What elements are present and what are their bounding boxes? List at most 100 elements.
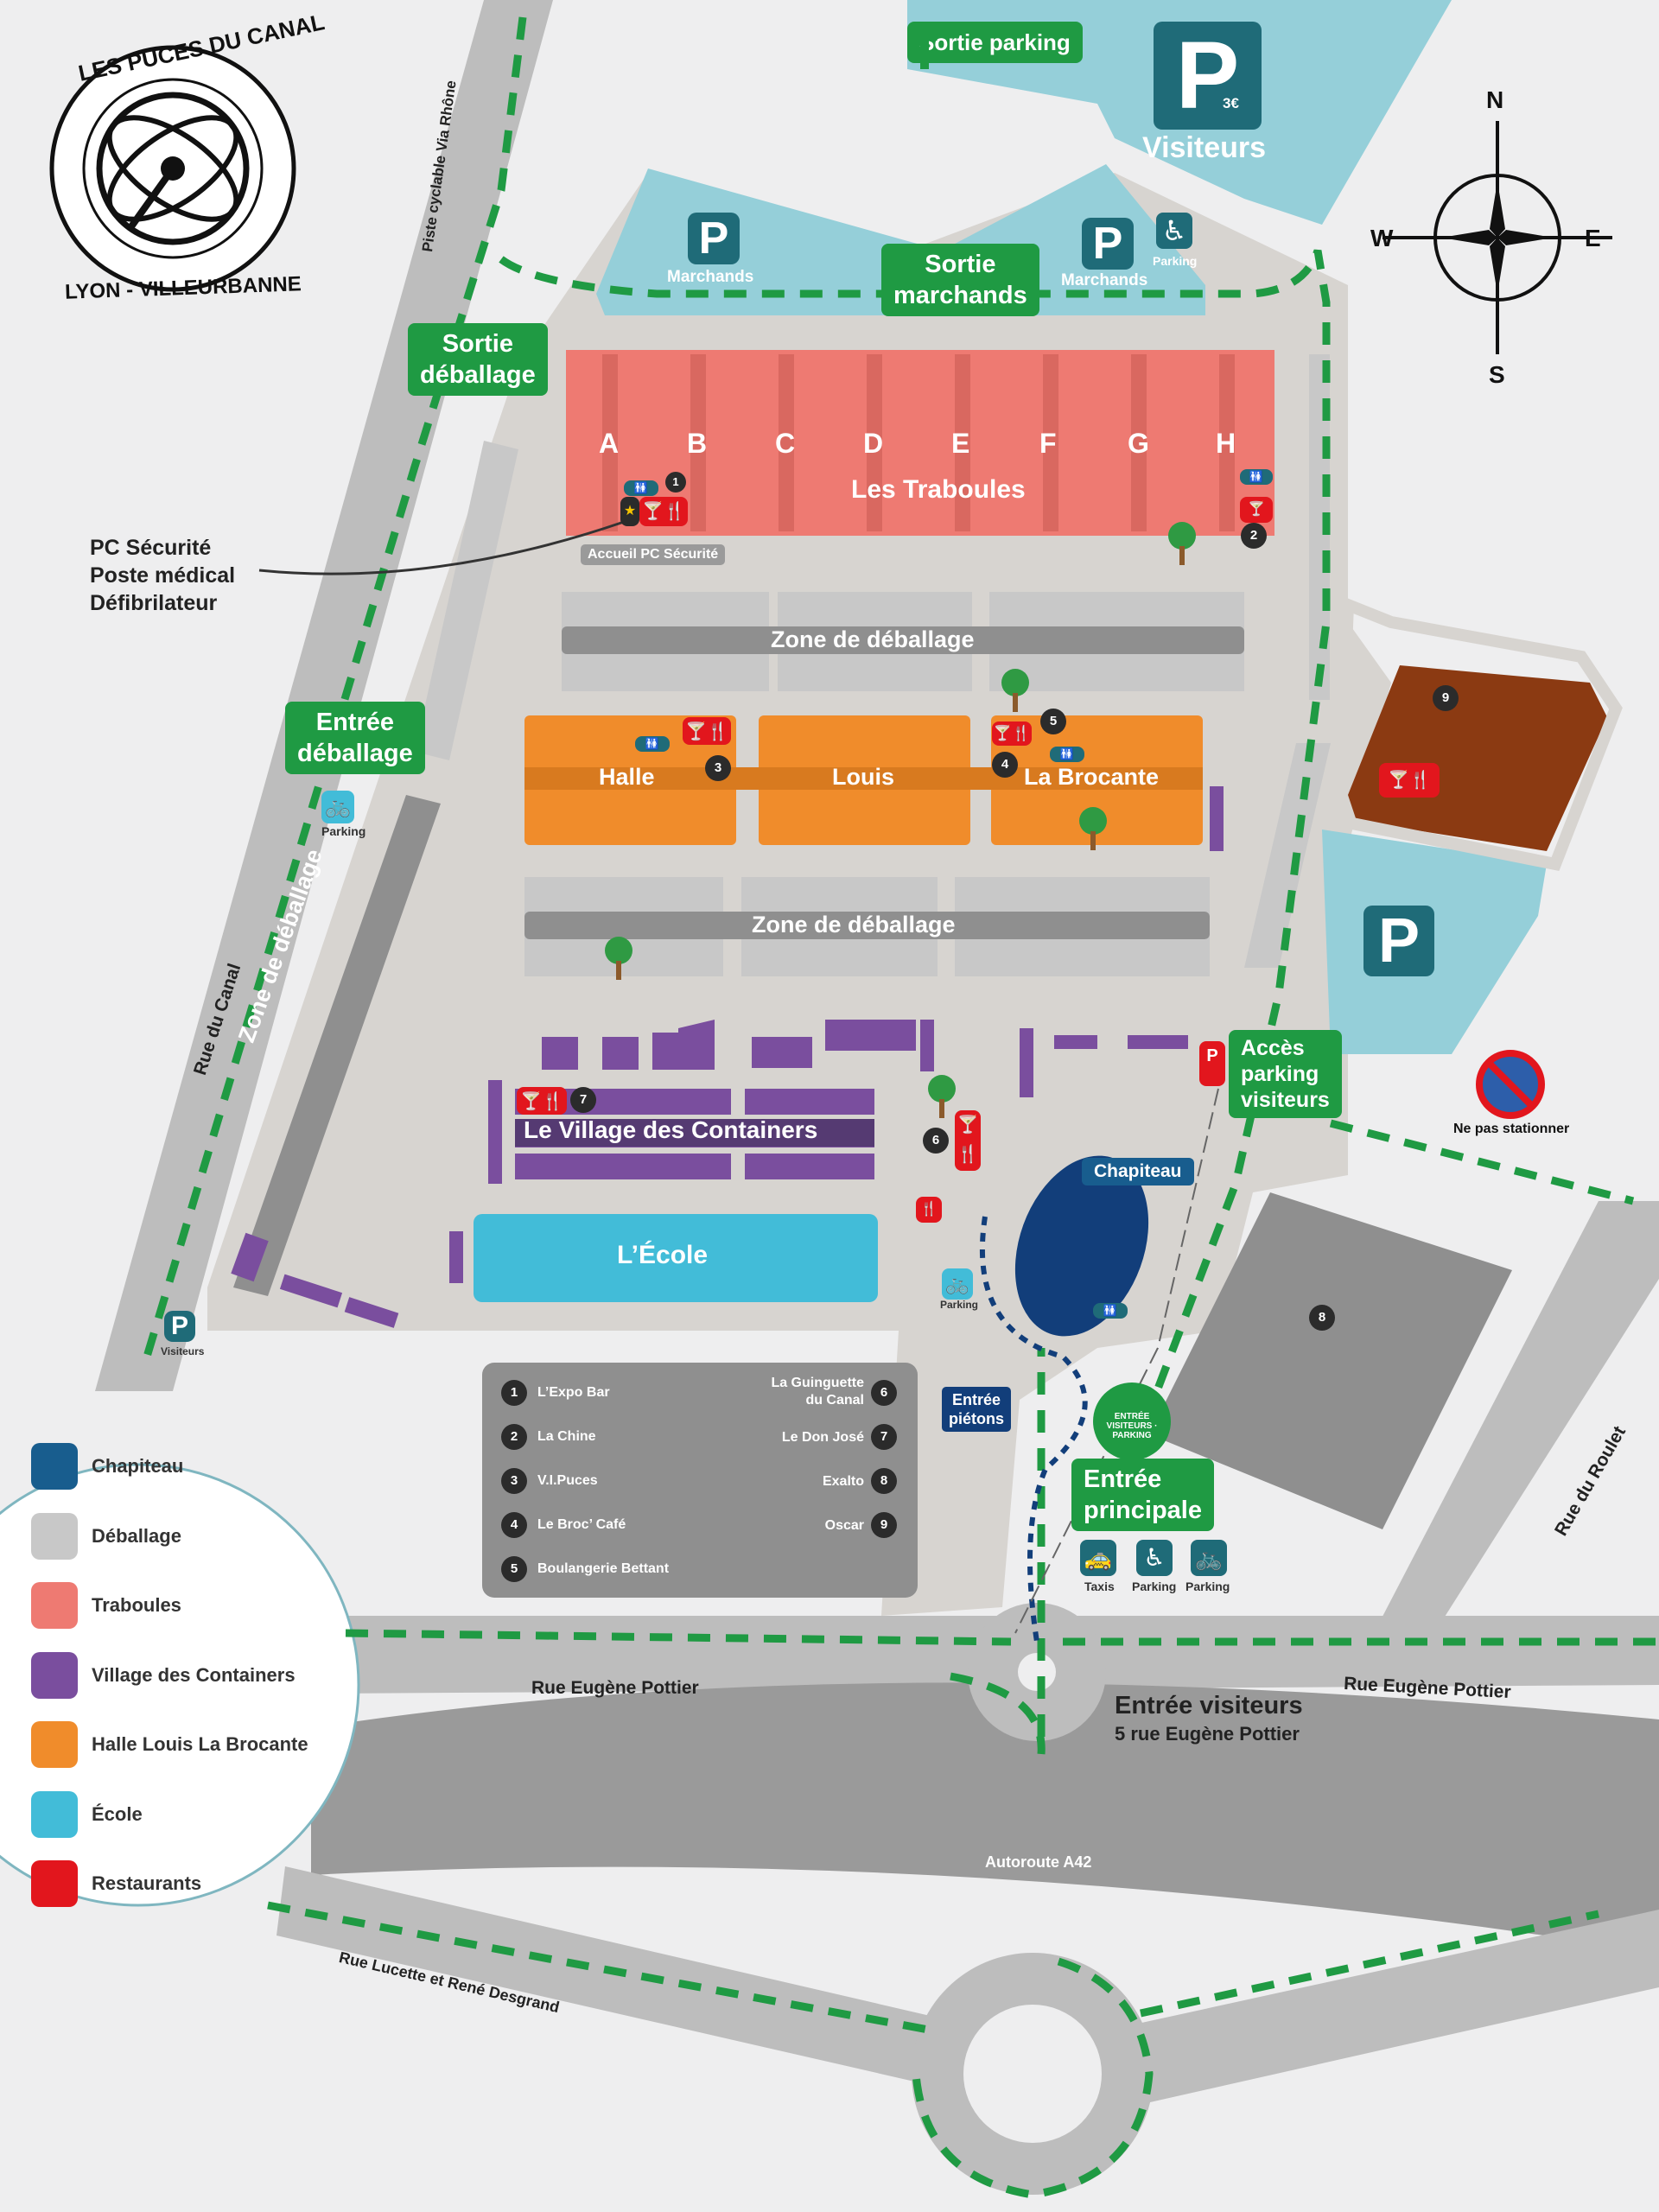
restaurant-panel	[482, 1363, 918, 1598]
logo-mark	[49, 45, 296, 292]
entree-visiteurs-stamp-icon: ENTRÉE VISITEURS · PARKING	[1093, 1382, 1171, 1460]
sign-sortie-marchands: Sortie marchands	[881, 244, 1039, 316]
roundabout-top-center	[1018, 1653, 1056, 1691]
restaurant-list-number: 1	[501, 1380, 527, 1406]
legend-label: Déballage	[92, 1524, 181, 1547]
lane-left	[415, 441, 518, 760]
entree-ring-text: ENTRÉE VISITEURS · PARKING	[1106, 1412, 1158, 1440]
road-lower-right	[1106, 1910, 1659, 2108]
legend-swatch	[31, 1651, 78, 1699]
compass-s: S	[1489, 361, 1505, 388]
parking-marchands-sign-1: P	[688, 213, 740, 264]
sign-entree-deballage-line1: Entrée	[315, 709, 395, 736]
sign-entree-principale-line2: principale	[1084, 1497, 1202, 1524]
pc-securite-label: PC Sécurité Poste médical Défibrilateur	[90, 534, 235, 617]
entree-pietons-line1: Entrée	[951, 1391, 1001, 1408]
parking-small-label: Visiteurs	[161, 1345, 205, 1357]
sign-entree-principale-line1: Entrée	[1084, 1465, 1162, 1493]
restaurant-icon-1: 🍸🍴	[639, 497, 688, 526]
wheelchair-icon: ♿	[1156, 213, 1192, 249]
sign-acces-parking-line2: parking	[1241, 1062, 1319, 1086]
aisle-c: C	[775, 428, 796, 459]
toilets-icon: 🚻	[1093, 1303, 1128, 1319]
legend-label: Village des Containers	[92, 1663, 296, 1686]
village-label: Le Village des Containers	[524, 1116, 818, 1143]
taxi-label: Taxis	[1084, 1580, 1115, 1593]
road-pottier-left: Rue Eugène Pottier	[531, 1678, 699, 1698]
sign-entree-principale: Entrée principale	[1071, 1459, 1214, 1531]
toilets-icon: 🚻	[624, 480, 658, 496]
toilets-icon: 🚻	[1240, 469, 1273, 485]
legend-label: Halle Louis La Brocante	[92, 1733, 308, 1755]
aisle-g: G	[1128, 428, 1149, 459]
halls-band	[524, 767, 1203, 790]
building-oscar	[1348, 665, 1607, 851]
compass-e: E	[1585, 225, 1601, 251]
bike-icon: 🚲	[321, 791, 354, 823]
parking-letter: P	[170, 1312, 188, 1340]
restaurant-list-number: 3	[501, 1468, 527, 1494]
restaurant-list-name: Le Don José	[782, 1429, 864, 1446]
parking-marker-icon: P	[1199, 1041, 1225, 1086]
sign-entree-deballage-line2: déballage	[297, 740, 413, 767]
deballage-top-band	[562, 626, 1244, 654]
sign-acces-parking-line3: visiteurs	[1241, 1088, 1330, 1112]
no-parking-sign	[1476, 1050, 1545, 1119]
wheelchair-icon: ♿	[1136, 1540, 1173, 1576]
restaurant-list-number: 6	[871, 1380, 897, 1406]
aisle-b: B	[687, 428, 708, 459]
hall-louis-label: Louis	[832, 764, 894, 790]
parking-letter: P	[1092, 219, 1123, 269]
badge-1: 1	[665, 472, 686, 493]
badge-7: 7	[570, 1087, 596, 1113]
restaurant-icon-7: 🍸🍴	[517, 1087, 567, 1115]
restaurant-icon-2: 🍸🍴	[1240, 497, 1273, 543]
bike-parking-left-label: Parking	[321, 824, 366, 838]
restaurant-list-name-line: du Canal	[805, 1393, 864, 1408]
building-oscar-plot	[1332, 595, 1623, 872]
deballage-mid-band	[524, 912, 1210, 939]
arrow-up-icon	[912, 22, 938, 69]
merchant-parking-strip	[596, 164, 1205, 315]
ecole-block	[474, 1214, 878, 1302]
parking-letter: P	[1175, 22, 1240, 129]
badge-2: 2	[1241, 523, 1267, 549]
legend-swatch	[31, 1721, 78, 1768]
bike-parking-label: Parking	[1185, 1580, 1230, 1593]
road-autoroute: Autoroute A42	[985, 1853, 1092, 1871]
restaurant-icon-6: 🍸🍴	[955, 1110, 981, 1171]
access-path	[1014, 1088, 1219, 1634]
parking-marchands-label-2: Marchands	[1061, 271, 1148, 289]
pedestrian-route	[980, 1216, 1088, 1643]
sign-entree-deballage: Entrée déballage	[285, 702, 425, 774]
pc-leader-line	[258, 520, 625, 575]
pc-securite-line2: Poste médical	[90, 563, 236, 588]
sign-sortie-deballage-line1: Sortie	[442, 330, 513, 358]
aisle-h: H	[1216, 428, 1236, 459]
parking-marchands-label-1: Marchands	[667, 268, 754, 286]
parking-pmr-label: Parking	[1153, 254, 1198, 268]
parking-visitors-sign: P	[1154, 22, 1262, 130]
aisle-d: D	[863, 428, 884, 459]
badge-4: 4	[992, 752, 1018, 778]
aisle-a: A	[599, 428, 620, 459]
restaurant-list-name: Le Broc’ Café	[537, 1517, 626, 1532]
parking-small-sign: P	[164, 1311, 195, 1342]
restaurant-list-name-line: Exalto	[822, 1474, 864, 1489]
ne-pas-stationner-label: Ne pas stationner	[1453, 1122, 1570, 1136]
sign-sortie-marchands-line2: marchands	[893, 282, 1027, 309]
star-icon: ★	[620, 497, 639, 526]
road-right	[1374, 1201, 1659, 1633]
sign-sortie-parking-text: Sortie parking	[919, 29, 1071, 55]
sign-sortie-parking: Sortie parking	[907, 22, 1083, 63]
pc-securite-line3: Défibrilateur	[90, 591, 218, 615]
pmr-parking-label: Parking	[1132, 1580, 1177, 1593]
entree-visiteurs-title: Entrée visiteurs	[1115, 1692, 1303, 1719]
east-parking	[1322, 830, 1547, 1054]
village-band	[515, 1119, 874, 1147]
legend-swatch	[31, 1443, 78, 1490]
aisle-e: E	[951, 428, 970, 459]
restaurant-list-number: 2	[501, 1424, 527, 1450]
